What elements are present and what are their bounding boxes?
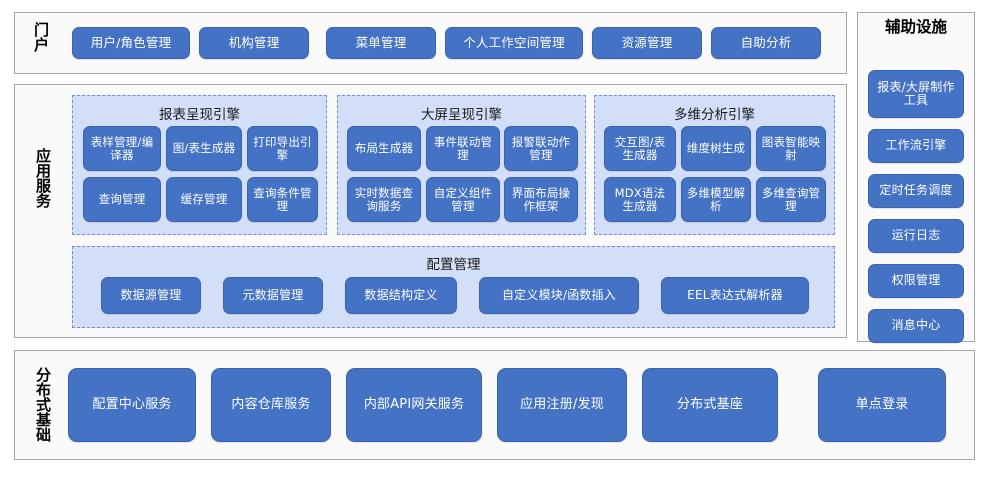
- engine-panel-multidim: 多维分析引擎 交互图/表生成器维度树生成图表智能映射 MDX语法生成器多维模型解析…: [594, 95, 835, 235]
- engine-2-button-1[interactable]: 维度树生成: [681, 126, 751, 171]
- engine-1-button-4[interactable]: 自定义组件管理: [426, 177, 500, 222]
- application-services-section-label: 应用服务: [34, 148, 52, 208]
- engine-1-button-2[interactable]: 报警联动作管理: [504, 126, 578, 171]
- engine-2-button-2[interactable]: 图表智能映射: [756, 126, 826, 171]
- base-button-4[interactable]: 分布式基座: [642, 368, 778, 442]
- engine-title: 多维分析引擎: [674, 107, 755, 123]
- base-button-2[interactable]: 内部API网关服务: [346, 368, 482, 442]
- engine-2-button-0[interactable]: 交互图/表生成器: [604, 126, 676, 171]
- portal-button-2[interactable]: 菜单管理: [326, 27, 436, 59]
- config-button-0[interactable]: 数据源管理: [101, 277, 201, 314]
- engine-0-button-3[interactable]: 查询管理: [83, 177, 161, 222]
- aux-button-1[interactable]: 工作流引擎: [868, 129, 964, 163]
- portal-button-0[interactable]: 用户/角色管理: [72, 27, 190, 59]
- config-button-3[interactable]: 自定义模块/函数插入: [479, 277, 639, 314]
- engine-0-button-2[interactable]: 打印导出引擎: [247, 126, 318, 171]
- engine-title: 报表呈现引擎: [159, 107, 240, 123]
- aux-button-2[interactable]: 定时任务调度: [868, 174, 964, 208]
- engine-1-button-1[interactable]: 事件联动管理: [426, 126, 500, 171]
- engine-1-button-3[interactable]: 实时数据查询服务: [347, 177, 421, 222]
- base-button-3[interactable]: 应用注册/发现: [497, 368, 627, 442]
- aux-button-5[interactable]: 消息中心: [868, 309, 964, 343]
- config-button-2[interactable]: 数据结构定义: [345, 277, 457, 314]
- portal-section-label: 门户: [32, 22, 50, 52]
- base-button-0[interactable]: 配置中心服务: [68, 368, 196, 442]
- engine-0-button-5[interactable]: 查询条件管理: [247, 177, 318, 222]
- config-button-1[interactable]: 元数据管理: [223, 277, 323, 314]
- engine-2-button-4[interactable]: 多维模型解析: [681, 177, 751, 222]
- engine-0-button-4[interactable]: 缓存管理: [166, 177, 242, 222]
- engine-2-button-5[interactable]: 多维查询管理: [756, 177, 826, 222]
- aux-button-4[interactable]: 权限管理: [868, 264, 964, 298]
- aux-button-0[interactable]: 报表/大屏制作工具: [868, 70, 964, 118]
- portal-button-3[interactable]: 个人工作空间管理: [445, 27, 583, 59]
- config-management-panel: 配置管理 数据源管理元数据管理数据结构定义自定义模块/函数插入 EEL表达式解析器: [72, 246, 835, 328]
- engine-title: 大屏呈现引擎: [421, 107, 502, 123]
- base-button-1[interactable]: 内容仓库服务: [211, 368, 331, 442]
- distributed-base-section-label: 分布式基础: [34, 367, 52, 442]
- config-button-4[interactable]: EEL表达式解析器: [661, 277, 809, 314]
- config-management-title: 配置管理: [426, 257, 481, 273]
- engine-panel-bigscreen: 大屏呈现引擎 布局生成器事件联动管理报警联动作管理实时数据查询服务自定义组件管理…: [337, 95, 586, 235]
- engine-1-button-0[interactable]: 布局生成器: [347, 126, 421, 171]
- portal-button-1[interactable]: 机构管理: [199, 27, 309, 59]
- portal-button-4[interactable]: 资源管理: [592, 27, 702, 59]
- engine-0-button-0[interactable]: 表样管理/编译器: [83, 126, 161, 171]
- engine-2-button-3[interactable]: MDX语法生成器: [604, 177, 676, 222]
- engine-panel-report: 报表呈现引擎 表样管理/编译器图/表生成器打印导出引擎查询管理缓存管理查询条件管…: [72, 95, 327, 235]
- engine-0-button-1[interactable]: 图/表生成器: [166, 126, 242, 171]
- portal-button-5[interactable]: 自助分析: [711, 27, 821, 59]
- aux-button-3[interactable]: 运行日志: [868, 219, 964, 253]
- engine-1-button-5[interactable]: 界面布局操作框架: [504, 177, 578, 222]
- base-button-5[interactable]: 单点登录: [818, 368, 946, 442]
- auxiliary-section-label: 辅助设施: [884, 18, 947, 36]
